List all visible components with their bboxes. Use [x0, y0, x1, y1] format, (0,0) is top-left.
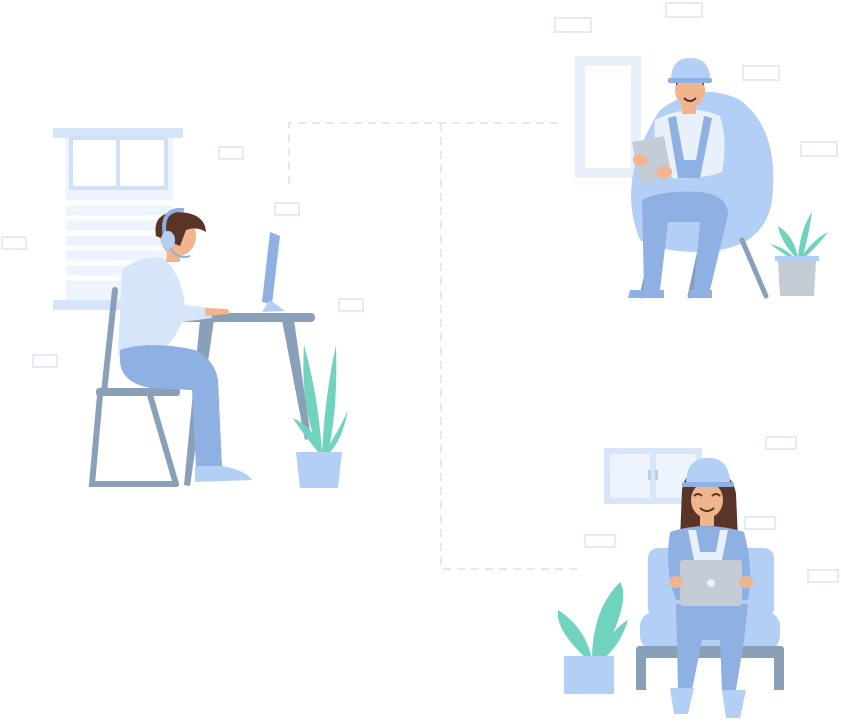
right-top-window — [575, 56, 641, 178]
office-chair — [88, 287, 180, 487]
support-agent-person — [118, 207, 252, 482]
corner-plant — [770, 212, 828, 296]
floor-plant — [557, 582, 628, 694]
desk-plant — [293, 345, 348, 488]
dashed-connector-lines — [288, 122, 578, 570]
desk — [170, 313, 315, 486]
computer-monitor — [262, 232, 285, 312]
engineer-with-laptop-person — [668, 458, 753, 718]
wall-bricks — [1, 2, 839, 583]
engineer-with-tablet-person — [628, 58, 728, 298]
left-window — [53, 128, 183, 310]
